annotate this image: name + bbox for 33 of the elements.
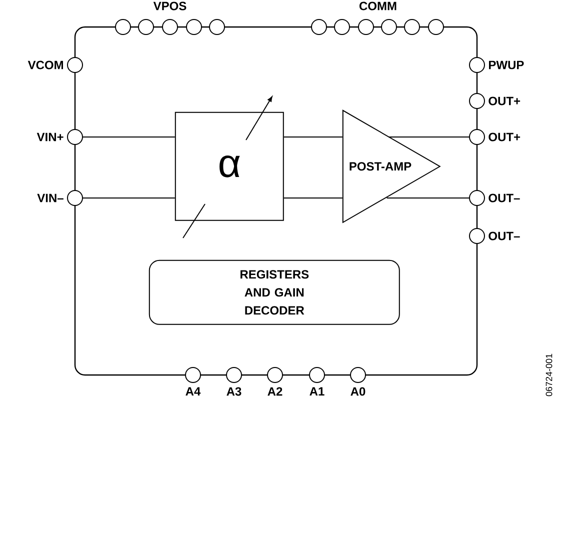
pin-circle [428,19,444,35]
node-label: VIN– [37,194,64,202]
node-label: PWUP [488,60,524,70]
node-label: A1 [310,387,324,396]
pin-circle [209,19,225,35]
pin-circle [115,19,131,35]
node-label: A2 [268,387,282,396]
pin-circle [162,19,178,35]
pin-circle [358,19,374,35]
node-label: A3 [226,387,242,396]
pin-circle [381,19,397,35]
signal-line [283,136,343,138]
figure-number: 06724-001 [546,354,552,396]
pin-group-label: COMM [360,2,396,10]
pin-circle [186,19,202,35]
signal-line [388,136,470,138]
node-label: OUT+ [488,132,520,142]
pin-circle [311,19,327,35]
node-label: A0 [350,387,366,396]
pin-circle [334,19,350,35]
node-label: OUT– [488,194,520,202]
pin-circle [138,19,154,35]
signal-line [82,136,176,138]
register-block: REGISTERS AND GAIN DECODER [148,260,400,325]
chip-outline [74,26,478,376]
node-label: VIN+ [36,132,64,142]
node-label: OUT+ [488,96,520,106]
pin-group-label: VPOS [153,2,186,10]
node-label: A4 [186,387,201,396]
node-label: VCOM [28,60,63,70]
pin-circle [404,19,420,35]
attenuator-box: α [174,112,284,221]
node-label: OUT– [488,232,520,240]
